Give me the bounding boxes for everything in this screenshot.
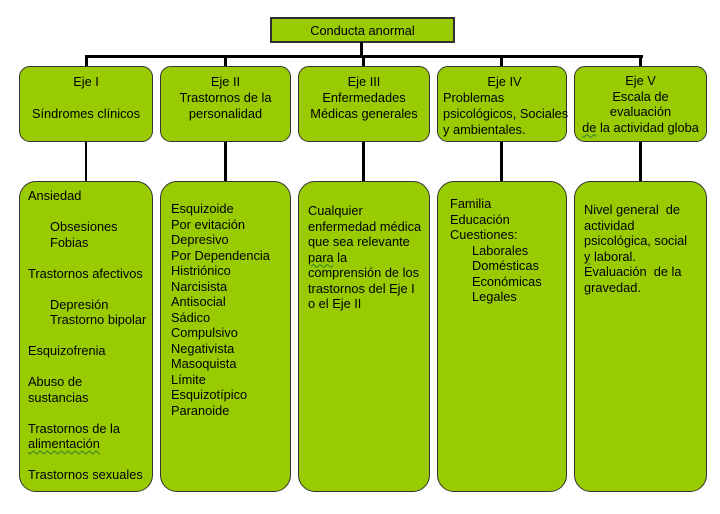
- connector-join-eje-ii: [224, 141, 227, 181]
- node-text-line: Nivel general de: [584, 202, 681, 217]
- node-text-line: Eje I: [73, 74, 99, 89]
- node-text-line: Paranoide: [171, 402, 230, 418]
- node-text-line: Problemas: [443, 90, 505, 105]
- node-text-line: Escala de: [612, 88, 669, 104]
- node-text-line: [28, 204, 150, 220]
- node-text-line: Fobias: [50, 234, 89, 250]
- node-text-line: Evaluación de la: [584, 264, 682, 279]
- node-text-line: que sea relevante: [308, 234, 410, 249]
- root-node-label: Conducta anormal: [310, 22, 415, 38]
- connector-drop-eje-ii: [224, 55, 227, 67]
- connector-drop-eje-v: [639, 55, 642, 67]
- node-text-line: Laborales: [472, 242, 529, 258]
- node-text-line: Por Dependencia: [171, 247, 270, 263]
- node-text-line: trastornos del Eje I: [308, 280, 415, 296]
- node-text-line: psicológica, social: [584, 233, 688, 248]
- node-text-line: Económicas: [472, 273, 542, 289]
- node-text-line: Médicas generales: [310, 106, 418, 121]
- connector-drop-eje-iv: [500, 55, 503, 67]
- node-text-line: Enfermedades: [322, 90, 406, 105]
- node-text-line: Límite: [171, 371, 206, 387]
- node-text-line: Trastornos sexuales: [28, 467, 143, 482]
- node-text-line: Ansiedad: [28, 188, 82, 203]
- node-text-line: Esquizotípico: [171, 387, 248, 402]
- node-text-line: Sádico: [171, 309, 211, 325]
- node-text-line: Masoquista: [171, 356, 237, 371]
- node-text-line: y ambientales.: [443, 122, 526, 137]
- node-text-line: Abuso de: [28, 374, 83, 389]
- node-text-line: Esquizoide: [171, 201, 234, 216]
- node-text-line: [20, 90, 152, 106]
- connector-join-eje-i: [85, 141, 87, 181]
- node-text-line: Trastornos de la: [179, 90, 272, 105]
- node-text-line: [28, 250, 150, 266]
- node-text-line: Eje IV: [487, 74, 522, 89]
- node-text-line: Compulsivo: [171, 325, 238, 340]
- node-text-line: Cuestiones:: [450, 227, 518, 242]
- node-text-line: Eje III: [347, 74, 381, 89]
- node-text-line: comprensión de los: [308, 265, 419, 280]
- node-text-line: Antisocial: [171, 294, 226, 309]
- node-text-line: Domésticas: [472, 258, 539, 273]
- node-text-line: Familia: [450, 196, 492, 211]
- node-text-line: Por evitación: [171, 216, 245, 232]
- node-text-line: Histriónico: [171, 263, 231, 278]
- node-text-line: Depresivo: [171, 232, 229, 247]
- root-node: Conducta anormal: [270, 17, 455, 43]
- node-text-line: Negativista: [171, 340, 235, 356]
- node-text-line: gravedad.: [584, 279, 641, 295]
- node-text-line: evaluación: [609, 104, 672, 119]
- node-text-line: Eje V: [625, 73, 656, 88]
- spellcheck-squiggle: para: [308, 249, 334, 265]
- node-text-line: [28, 328, 150, 344]
- node-text-line: actividad: [584, 217, 635, 233]
- node-text-line: Síndromes clínicos: [31, 106, 141, 121]
- connector-join-eje-iv: [500, 141, 503, 181]
- node-text-line: o el Eje II: [308, 296, 362, 311]
- connector-join-eje-iii: [362, 141, 365, 181]
- node-text-line: Trastorno bipolar: [50, 312, 147, 327]
- node-text-line: Obsesiones: [50, 219, 118, 234]
- spellcheck-squiggle: y: [584, 248, 591, 264]
- node-text-line: Trastornos de la: [28, 420, 120, 436]
- connector-root-stub: [360, 42, 363, 56]
- connector-drop-eje-i: [85, 55, 88, 67]
- spellcheck-squiggle: alimentación: [28, 436, 100, 451]
- node-text-line: [28, 281, 150, 297]
- node-text-line: [28, 359, 150, 375]
- node-text-line: Depresión: [50, 296, 109, 312]
- node-text-line: Cualquier: [308, 203, 363, 218]
- node-text-line: de la actividad globa: [582, 119, 699, 135]
- node-text-line: Legales: [472, 289, 517, 304]
- node-text-line: Trastornos afectivos: [28, 265, 143, 281]
- node-text-line: Eje II: [210, 74, 241, 89]
- connector-join-eje-v: [639, 141, 642, 181]
- spellcheck-squiggle: de: [582, 119, 597, 135]
- connector-drop-eje-iii: [362, 55, 365, 67]
- node-text-line: psicológicos, Sociales: [443, 106, 569, 121]
- header-node-eje-i: Eje I Síndromes clínicos: [19, 66, 153, 142]
- node-text-line: y laboral.: [584, 248, 636, 264]
- node-text-line: alimentación: [28, 436, 150, 452]
- node-text-line: [28, 452, 150, 468]
- node-text-line: Esquizofrenia: [28, 343, 106, 358]
- node-text-line: Narcisista: [171, 278, 228, 294]
- node-text-line: Educación: [450, 211, 510, 227]
- node-text-line: [28, 405, 150, 421]
- node-text-line: personalidad: [188, 106, 263, 121]
- node-text-line: sustancias: [28, 389, 89, 405]
- node-text-line: para la: [308, 249, 348, 265]
- node-text-line: enfermedad médica: [308, 218, 422, 234]
